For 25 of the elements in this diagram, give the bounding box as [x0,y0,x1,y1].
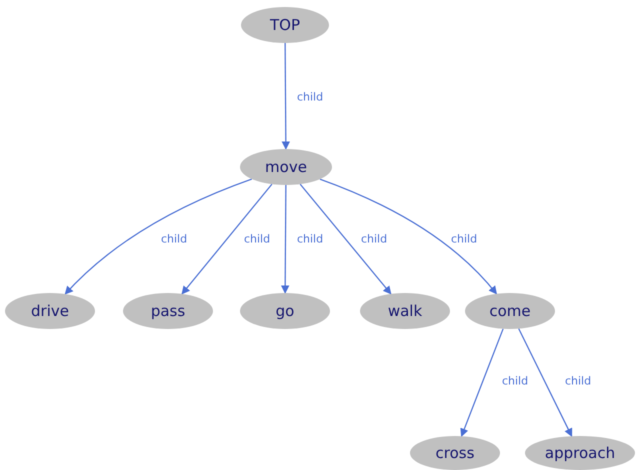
node-ellipse: come [465,293,555,329]
arrow [64,178,252,295]
node-ellipse: drive [5,293,95,329]
edge-label: child [294,90,326,104]
arrow [300,184,392,295]
node-ellipse: cross [410,436,500,470]
edge-label: child [562,374,594,388]
arrow [282,43,290,150]
arrow [518,328,572,437]
node-ellipse: move [240,149,332,185]
node-ellipse: approach [525,436,635,470]
edge-label: child [242,232,272,246]
edge-label: child [294,232,326,246]
edge-label: child [358,232,390,246]
node-ellipse: TOP [241,7,329,43]
node-ellipse: walk [360,293,450,329]
edge-label: child [448,232,480,246]
node-ellipse: go [240,293,330,329]
arrow [320,178,498,294]
edge-label: child [500,374,530,388]
node-ellipse: pass [123,293,213,329]
edge-label: child [158,232,190,246]
arrow [181,184,272,295]
arrow [280,185,290,294]
arrow [460,328,504,437]
